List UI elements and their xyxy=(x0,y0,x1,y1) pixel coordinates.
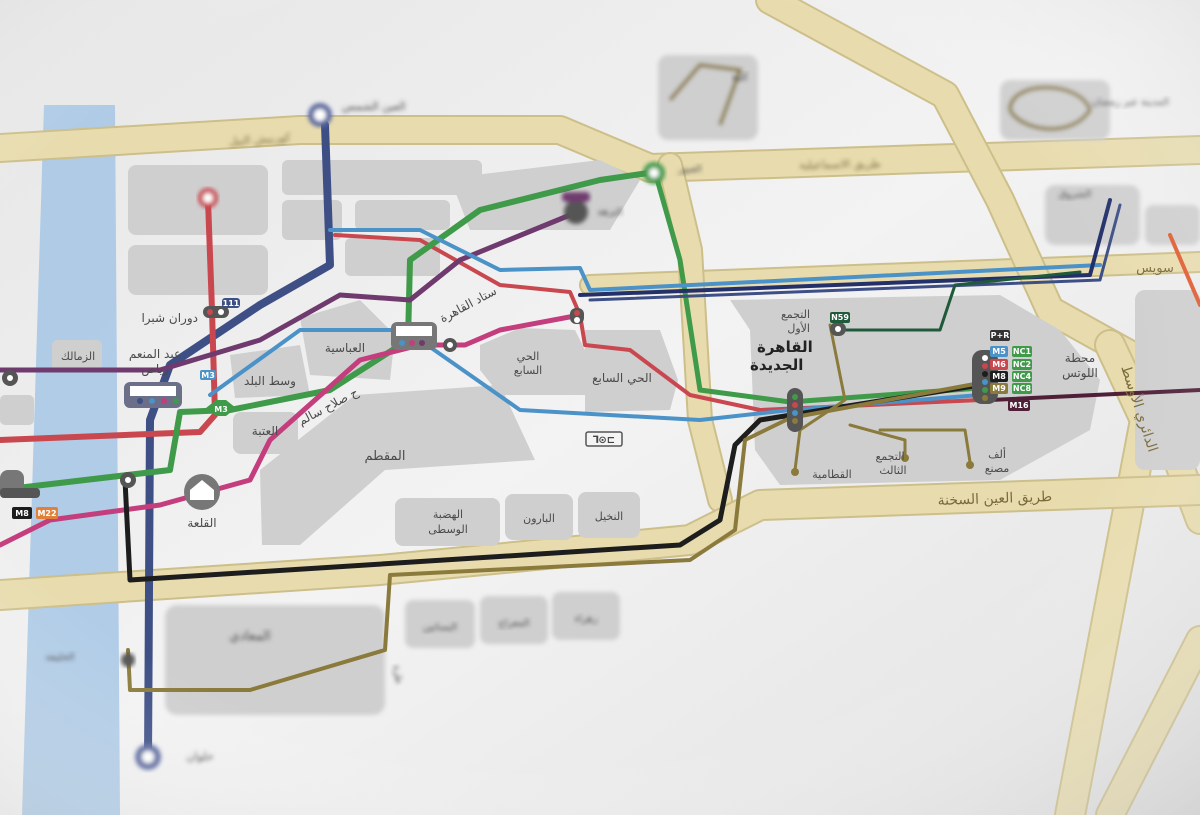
label-new-cairo-1: القاهرة xyxy=(757,338,813,356)
svg-text:M16: M16 xyxy=(1009,401,1029,410)
station-qattamia-dot[interactable] xyxy=(791,468,799,476)
label-zamalek: الزمالك xyxy=(61,350,95,363)
label-maadi-small-1: البساتين xyxy=(423,622,457,633)
label-tagamoa-talet-1: التجمع xyxy=(875,450,904,463)
tag-m8-west: M8 xyxy=(12,507,32,519)
svg-text:M8: M8 xyxy=(992,372,1006,381)
svg-text:⅂⊙⊏: ⅂⊙⊏ xyxy=(592,435,615,446)
tag-m6: M6 xyxy=(990,359,1008,370)
label-tagamoa-talet-2: الثالث xyxy=(879,464,906,477)
station-black-west[interactable] xyxy=(120,472,136,488)
svg-text:NC2: NC2 xyxy=(1013,360,1031,369)
svg-text:M6: M6 xyxy=(992,360,1006,369)
svg-text:N59: N59 xyxy=(831,313,849,322)
svg-text:P+R: P+R xyxy=(991,331,1010,340)
svg-text:M5: M5 xyxy=(992,347,1006,356)
station-alf-masna-dot[interactable] xyxy=(966,461,974,469)
label-shorouk: الشروق xyxy=(1059,189,1092,200)
label-new-cairo-2: الجديدة xyxy=(750,356,803,374)
label-tagamoa-awal-1: التجمع xyxy=(781,308,810,321)
label-qattamia: القطامية xyxy=(812,468,851,481)
label-hay-sabe-2: السابع xyxy=(514,364,543,377)
station-citadel[interactable]: القلعة xyxy=(184,474,220,530)
station-left-edge-1[interactable] xyxy=(2,370,18,386)
label-abdel-moneim-riad-1: عبد المنعم xyxy=(129,347,181,361)
metro-logo-nasr: ⅂⊙⊏ xyxy=(585,431,623,447)
tag-m22: M22 xyxy=(36,507,58,519)
area-new-cairo: القاهرة الجديدة xyxy=(750,338,813,374)
svg-text:NC8: NC8 xyxy=(1013,384,1032,393)
svg-text:M3: M3 xyxy=(214,405,228,414)
station-small-red[interactable] xyxy=(570,308,584,324)
tag-111: 111 xyxy=(222,298,240,308)
label-nakhil: النخيل xyxy=(595,510,623,523)
station-new-cairo-interchange[interactable] xyxy=(787,388,803,432)
label-wust-elbalad: وسط البلد xyxy=(244,374,296,389)
svg-text:M3: M3 xyxy=(201,371,215,380)
tag-m16: M16 xyxy=(1008,400,1030,411)
label-citadel: القلعة xyxy=(187,516,216,530)
station-olive-maadi[interactable] xyxy=(121,653,135,667)
label-suez-road: سويس xyxy=(1136,261,1174,276)
tag-nc2: NC2 xyxy=(1012,359,1032,370)
svg-text:M8: M8 xyxy=(15,509,29,518)
district-hadaba xyxy=(395,498,500,546)
label-lotus-1: محطة xyxy=(1065,351,1095,365)
label-nasr-city: الحي السابع xyxy=(592,371,652,385)
tag-nc8: NC8 xyxy=(1012,383,1032,394)
station-small-magenta[interactable] xyxy=(443,338,457,352)
label-obour: العبور xyxy=(677,164,702,175)
label-baron: البارون xyxy=(523,512,555,525)
label-maadi-small-2: المعراج xyxy=(498,618,529,629)
tag-m8: M8 xyxy=(990,371,1008,382)
tag-nc4: NC4 xyxy=(1012,371,1032,382)
label-shubra: دوران شبرا xyxy=(141,311,198,326)
svg-text:NC1: NC1 xyxy=(1013,347,1032,356)
label-helwan: حلوان xyxy=(186,750,213,763)
label-abbasia: العباسية xyxy=(325,341,365,355)
label-alf-masna-1: ألف xyxy=(988,447,1006,461)
label-alf-masna-2: مصنع xyxy=(985,462,1010,475)
tag-m9: M9 xyxy=(990,383,1008,394)
label-ataba: العتبة xyxy=(252,424,278,438)
svg-text:111: 111 xyxy=(223,299,240,308)
station-red-top[interactable] xyxy=(198,188,218,208)
label-maadi: المعادي xyxy=(229,629,270,644)
tag-pr: P+R xyxy=(990,330,1010,341)
label-khalifa: الخليفة xyxy=(45,652,74,663)
label-abdel-moneim-riad-2: رياض xyxy=(141,362,169,377)
label-distant-1: كلية xyxy=(732,72,749,83)
label-hay-sabe-1: الحي xyxy=(517,350,540,363)
label-hadaba-2: الوسطى xyxy=(428,523,468,536)
tag-n59: N59 xyxy=(830,312,850,323)
label-madinaty: المدينة عبر رمضان xyxy=(1091,97,1169,108)
tag-nc1: NC1 xyxy=(1012,346,1032,357)
label-distant-2: النزهة xyxy=(598,207,623,218)
label-maadi-small-3: زهراء xyxy=(574,614,597,625)
tag-m5: M5 xyxy=(990,346,1008,357)
label-hadaba-1: الهضبة xyxy=(433,508,463,521)
label-ismailia-road: طريق الاسماعيلية xyxy=(799,157,881,172)
svg-text:NC4: NC4 xyxy=(1013,372,1032,381)
label-lotus-2: اللوتس xyxy=(1062,366,1098,381)
svg-text:M22: M22 xyxy=(37,509,56,518)
label-tagamoa-awal-2: الأول xyxy=(787,321,810,335)
label-mokattam: المقطم xyxy=(365,449,406,464)
station-green-top[interactable] xyxy=(643,162,665,184)
label-ain-shams: العين الشمس xyxy=(342,100,406,113)
tag-m3-west: M3 xyxy=(200,370,216,380)
svg-text:M9: M9 xyxy=(992,384,1006,393)
